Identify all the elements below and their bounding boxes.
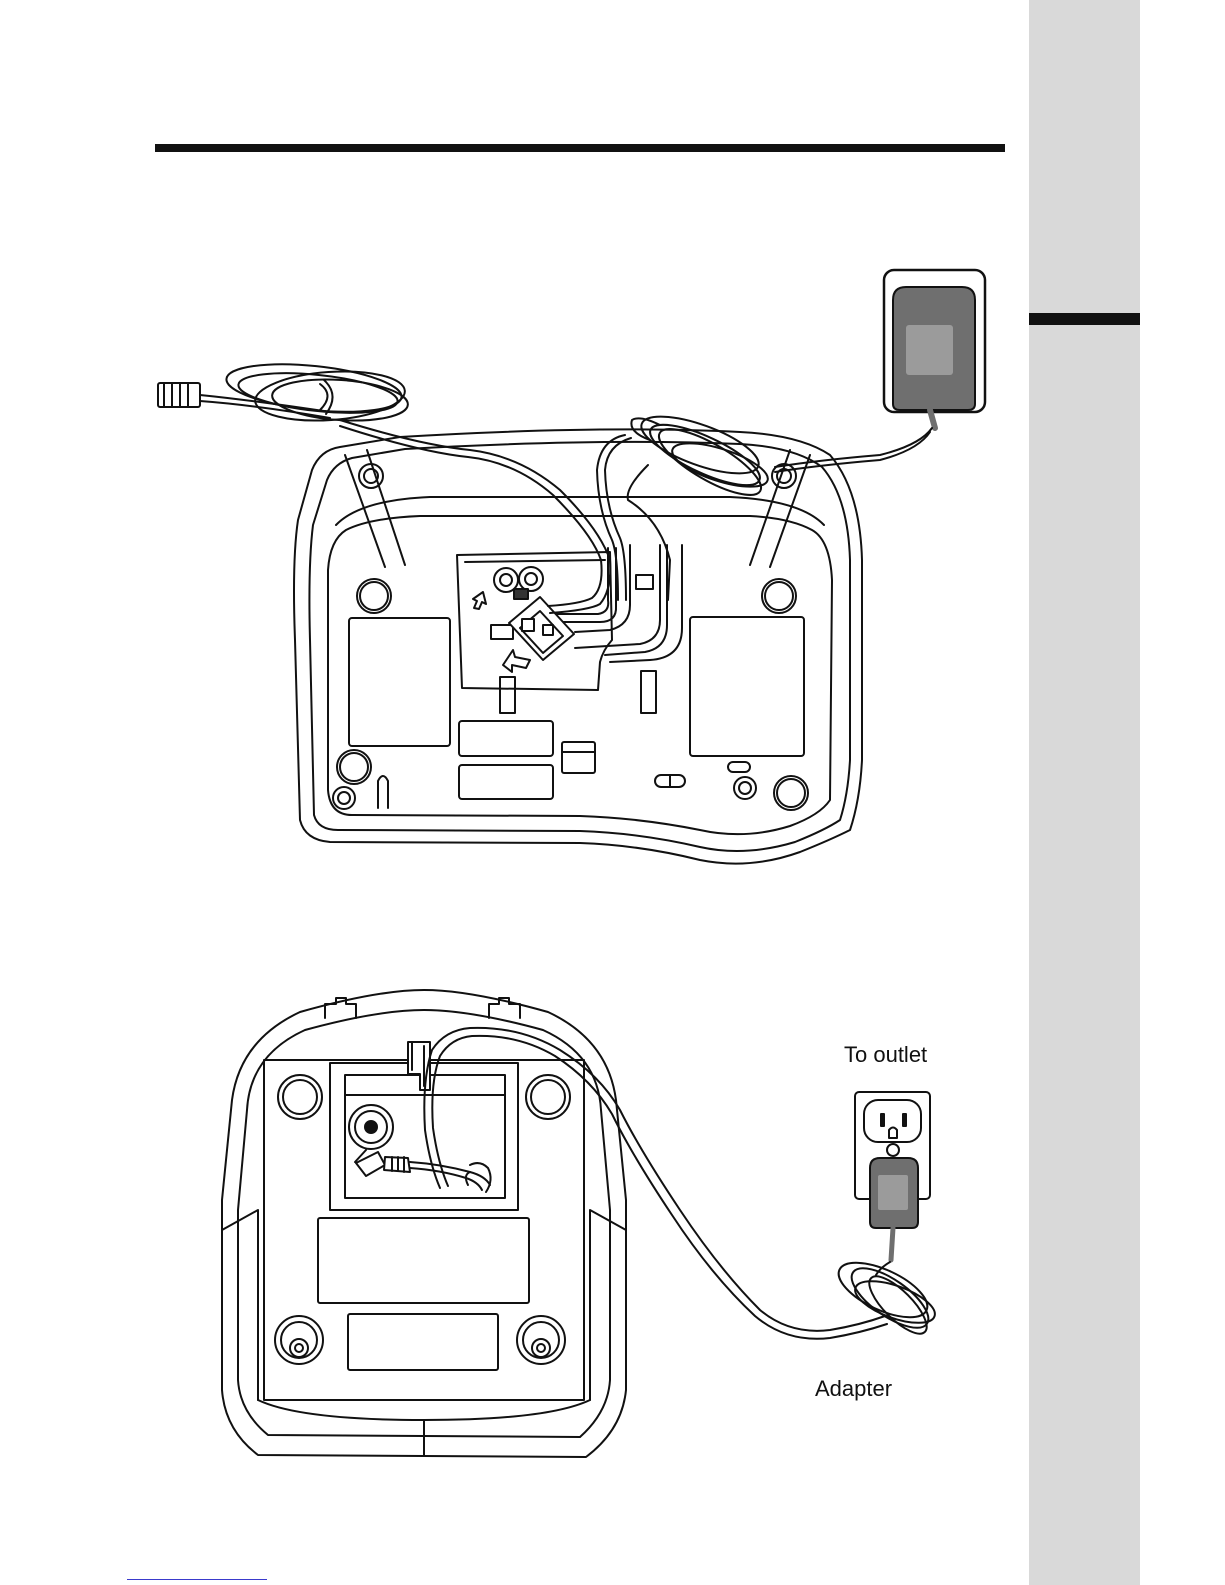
footer-link-underline [127,1579,267,1580]
handset-charger-body [222,990,626,1457]
charger-power-adapter [870,1158,918,1260]
line-plug [509,597,574,660]
adapter-coiled-cord [597,405,772,600]
charger-cord [355,1028,887,1339]
charger-coiled-cord [831,1252,940,1342]
adapter-label: Adapter [815,1376,892,1402]
base-power-adapter [775,270,985,472]
power-plug [514,589,528,599]
to-outlet-label: To outlet [844,1042,927,1068]
telephone-base-body [294,429,862,863]
